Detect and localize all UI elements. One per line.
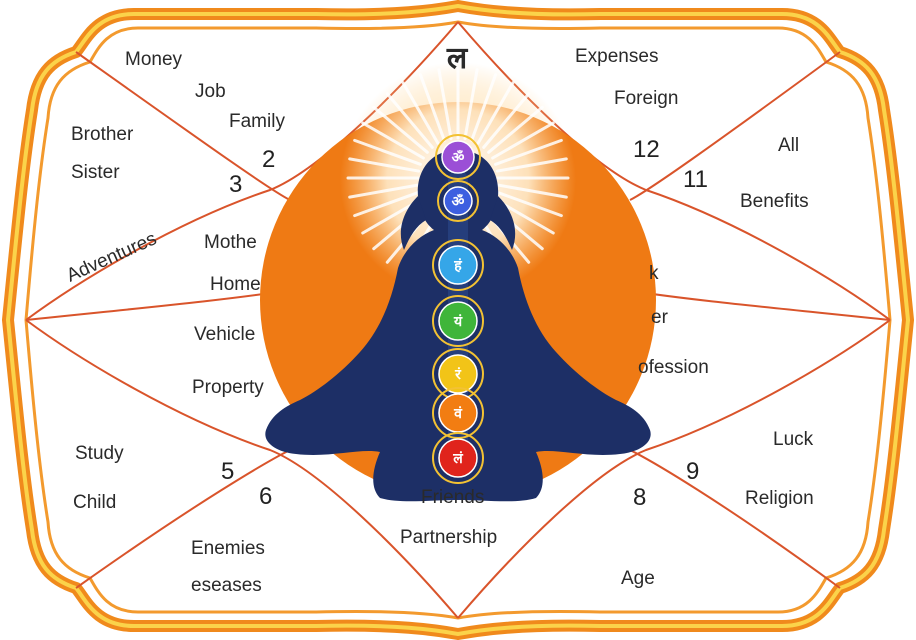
chakra-glyph-third-eye: ॐ [452,193,465,210]
sun-ray [463,68,479,141]
house12-label-foreign: Foreign [614,88,678,109]
sun-ray [418,73,446,142]
sun-ray [491,121,555,160]
chakra-heart [438,301,478,341]
sun-ray [348,183,421,199]
sun-ray [494,138,563,166]
chakra-ring-heart [432,295,484,347]
chakra-solar-plexus [438,354,478,394]
chakra-glyph-solar-plexus: रं [454,367,462,383]
house2-label-job: Job [195,81,226,102]
chakra-stack: ॐ ॐ हं यं रं वं लं [432,134,484,484]
chakra-ring-sacral [432,387,484,439]
diamond-bottom-right [457,319,891,619]
sun-ray [401,81,440,145]
house12-number: 12 [633,136,660,163]
sun-ray [495,183,568,199]
house2-label-money: Money [125,49,183,70]
diamond-bottom-left [25,319,459,619]
sun-ray [353,138,422,166]
chakra-glyph-sacral: वं [453,406,463,422]
house7-label-friends: Friends [421,487,484,508]
house6-number: 6 [259,483,272,510]
house10-label-work: k [649,263,659,284]
chakra-crown [441,140,475,174]
house4-label-home: Home [210,274,261,295]
chakra-glyph-root: लं [452,451,463,467]
diagonal-tr [629,51,841,201]
top-glyph: ल [446,41,469,76]
border-inner-highlight [5,3,911,637]
house8-number: 8 [633,484,646,511]
sun-ray [361,121,425,160]
house9-label-religion: Religion [745,488,814,509]
sun-ray [437,68,453,141]
house11-label-benefits: Benefits [740,191,809,212]
house2-label-family: Family [229,111,285,132]
chakra-throat [438,245,478,285]
sun-ray [476,81,515,145]
chakra-third-eye [443,186,473,216]
chakra-glyph-throat: हं [453,258,462,274]
house8-label-age: Age [621,568,655,589]
house7-label-partnership: Partnership [400,527,497,548]
house4-label-vehicle: Vehicle [194,324,255,345]
house11-label-all: All [778,135,799,156]
house3-label-adventures: Adventures [63,228,159,286]
house4-label-mother: Mothe [204,232,257,253]
house11-number: 11 [683,166,708,193]
house3-label-sister: Sister [71,162,120,183]
house10-label-career: er [651,307,669,328]
diagonal-bl [75,449,291,589]
chakra-ring-crown [435,134,481,180]
house2-number: 2 [262,146,275,173]
house5-number: 5 [221,458,234,485]
house10-label-profession: ofession [638,357,709,378]
diagonal-br [629,449,841,589]
house9-number: 9 [686,458,699,485]
chakra-ring-third-eye [437,180,479,222]
sun-ray [494,190,563,218]
diagonal-tl-br [75,51,291,201]
house5-label-study: Study [75,443,124,464]
house9-label-luck: Luck [773,429,814,450]
house3-label-brother: Brother [71,124,134,145]
house3-number: 3 [229,171,242,198]
sun-ray [372,105,429,154]
sun-ray [482,92,531,149]
sun-ray [487,105,544,154]
house6-label-diseases: eseases [191,575,262,596]
house4-label-property: Property [192,377,264,398]
chakra-glyph-heart: यं [453,314,463,330]
house12-label-expenses: Expenses [575,46,658,67]
chakra-glyph-crown: ॐ [452,149,465,166]
sun-ray [353,190,422,218]
house5-label-child: Child [73,492,116,513]
house6-label-enemies: Enemies [191,538,265,559]
sun-ray [470,73,498,142]
sun-ray [495,157,568,173]
chakra-ring-root [432,432,484,484]
chakra-ring-throat [432,239,484,291]
sun-ray [348,157,421,173]
chakra-root [438,438,478,478]
sun-ray [385,92,434,149]
